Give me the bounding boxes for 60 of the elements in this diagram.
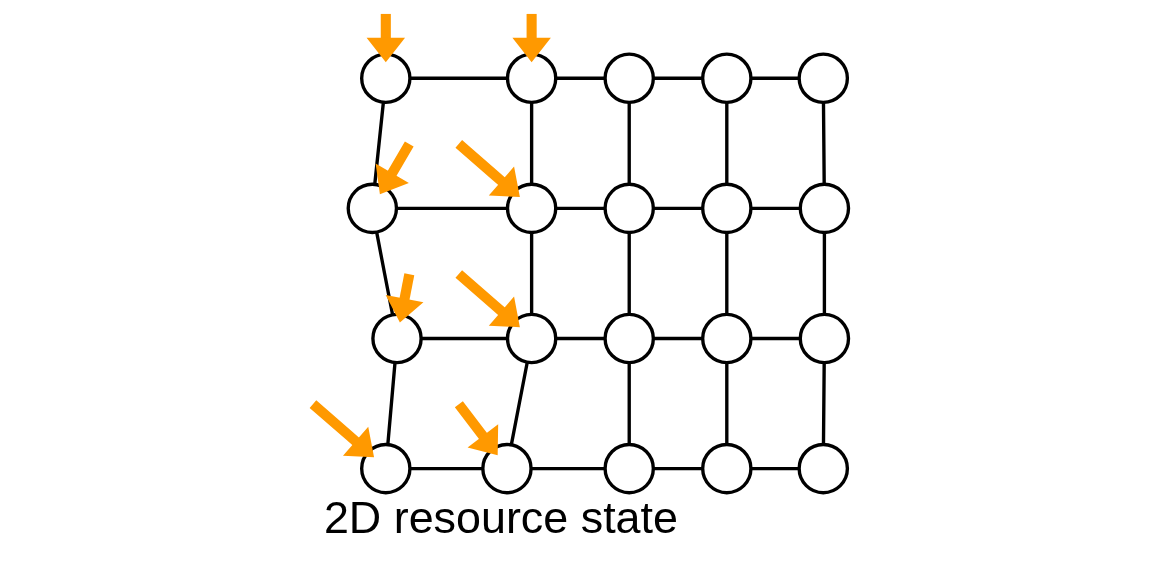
- connector: [751, 206, 801, 211]
- connector: [627, 232, 631, 314]
- node-circle: [360, 52, 412, 105]
- node-circle: [701, 52, 753, 105]
- connector: [821, 102, 826, 184]
- arrow: [512, 13, 551, 63]
- connector: [751, 466, 800, 471]
- node-circle: [798, 312, 851, 365]
- node-circle: [797, 442, 850, 495]
- connector: [751, 336, 801, 341]
- node-circle: [346, 182, 399, 235]
- node-circle: [701, 312, 753, 365]
- connector: [751, 76, 800, 80]
- arrow: [385, 273, 424, 323]
- connector: [556, 76, 605, 80]
- node-circle: [505, 182, 558, 235]
- connector: [410, 76, 508, 80]
- connector: [556, 206, 605, 211]
- arrow: [455, 270, 520, 328]
- arrow: [455, 140, 520, 198]
- arrow: [454, 401, 499, 456]
- connector: [396, 206, 508, 211]
- node-circle: [505, 52, 558, 105]
- connector: [373, 102, 386, 185]
- connector: [386, 362, 397, 445]
- connector: [531, 466, 605, 471]
- connector: [653, 206, 703, 211]
- node-circle: [603, 442, 655, 495]
- connector: [821, 362, 826, 445]
- node-circle: [603, 52, 655, 105]
- node-circle: [701, 442, 753, 495]
- node-circle: [701, 182, 753, 235]
- arrow: [366, 13, 406, 63]
- connector: [725, 232, 729, 314]
- node-circle: [371, 312, 423, 365]
- caption: 2D resource state: [323, 492, 678, 544]
- connector: [556, 336, 605, 341]
- connector: [822, 232, 827, 314]
- connector: [653, 76, 703, 80]
- arrow: [375, 141, 414, 195]
- connector: [653, 336, 703, 341]
- connector: [409, 466, 483, 471]
- node-circle: [603, 182, 655, 235]
- node-circle: [797, 52, 850, 105]
- node-circle: [603, 312, 655, 365]
- arrow: [309, 400, 375, 458]
- connector: [725, 362, 729, 445]
- node-circle: [481, 442, 533, 495]
- node-circle: [505, 312, 558, 365]
- node-circle: [798, 182, 851, 235]
- node-circle: [360, 442, 412, 495]
- connector: [375, 231, 395, 315]
- connector: [529, 102, 534, 184]
- connector: [421, 336, 508, 341]
- connector: [627, 362, 631, 445]
- connector: [653, 466, 703, 471]
- connector: [725, 102, 729, 184]
- connector: [509, 362, 529, 446]
- connector: [529, 232, 534, 314]
- connector: [627, 102, 631, 184]
